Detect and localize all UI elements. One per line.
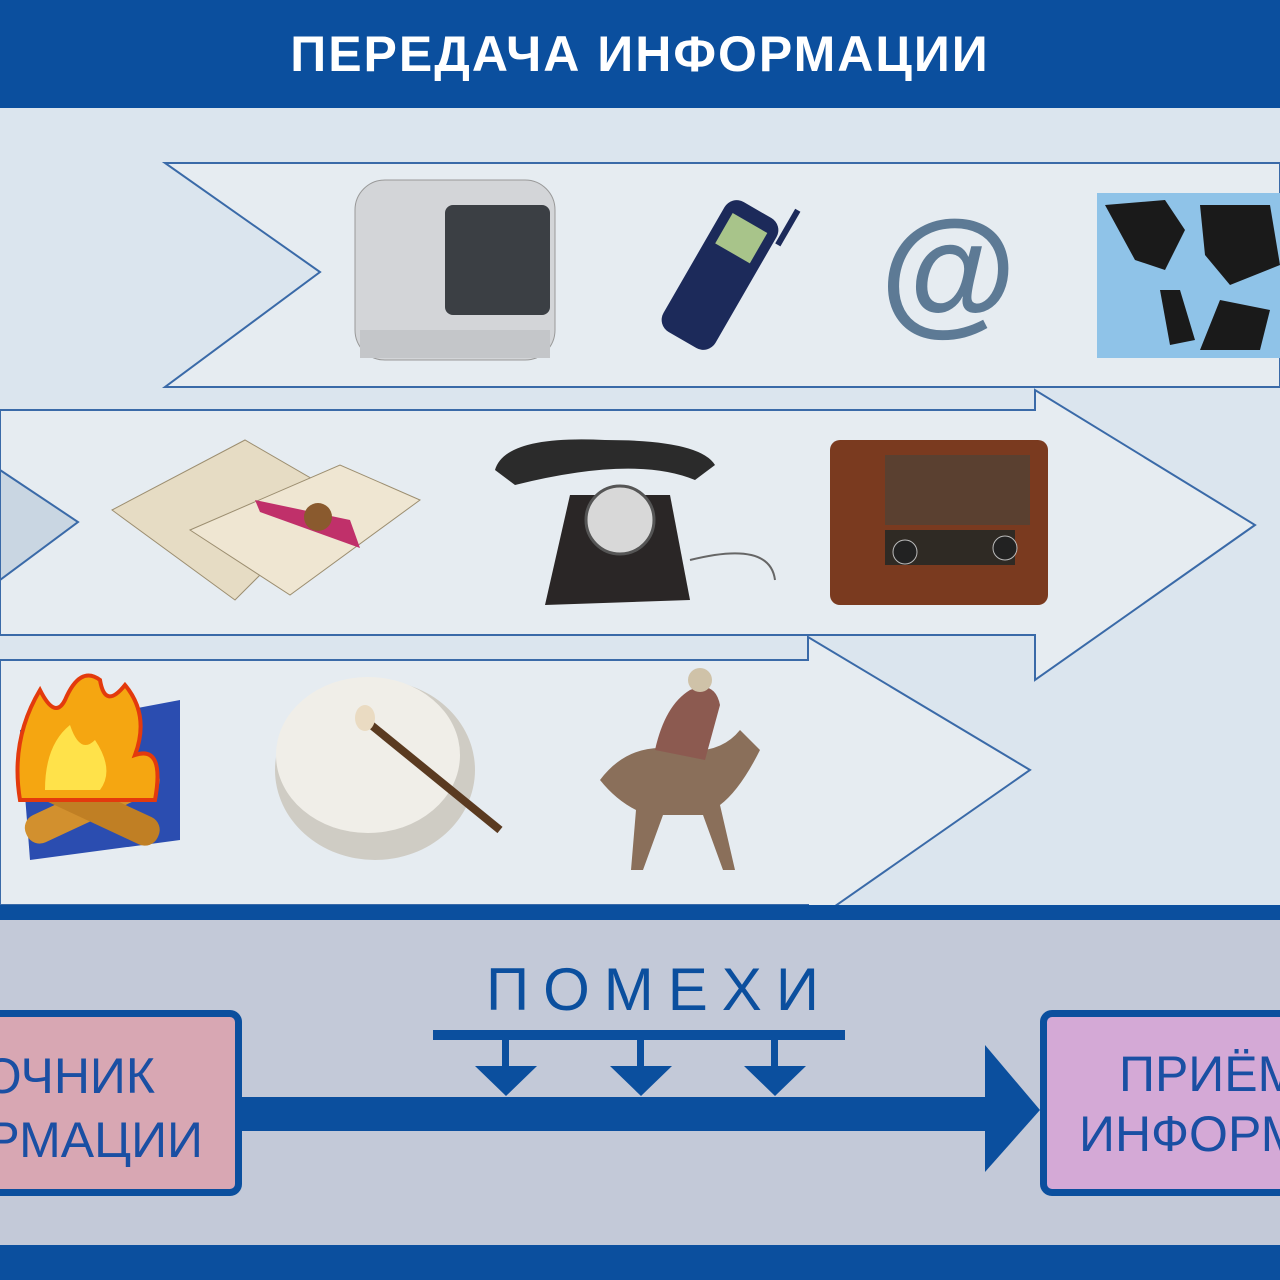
at-sign-icon: @ bbox=[880, 191, 1017, 348]
bonfire-icon bbox=[15, 673, 180, 860]
noise-bar bbox=[433, 1030, 845, 1040]
receiver-line1: ПРИЁМНИК bbox=[1119, 1046, 1280, 1102]
footer-bar bbox=[0, 1245, 1280, 1280]
noise-arrow bbox=[610, 1040, 672, 1096]
noise-arrow bbox=[744, 1040, 806, 1096]
rotary-telephone-icon bbox=[495, 439, 776, 605]
receiver-box: ПРИЁМНИК ИНФОРМАЦИИ bbox=[1040, 1010, 1280, 1196]
radio-icon bbox=[830, 440, 1048, 605]
separator bbox=[0, 905, 1280, 920]
receiver-line2: ИНФОРМАЦИИ bbox=[1079, 1106, 1280, 1162]
arrow-row-ancient bbox=[0, 635, 1032, 905]
noise-arrow bbox=[475, 1040, 537, 1096]
letter-icon bbox=[111, 439, 421, 601]
channel-arrow-shaft bbox=[240, 1097, 1000, 1131]
arrows-diagram: @ bbox=[0, 162, 1280, 905]
noise-label: ПОМЕХИ bbox=[486, 956, 833, 1023]
mobile-phone-icon bbox=[661, 200, 801, 350]
tv-icon bbox=[354, 179, 556, 361]
source-line1: ИСТОЧНИК bbox=[0, 1048, 155, 1104]
page-title: ПЕРЕДАЧА ИНФОРМАЦИИ bbox=[290, 26, 990, 82]
source-box: ИСТОЧНИК ИНФОРМАЦИИ bbox=[0, 1010, 242, 1196]
channel-arrow-head bbox=[985, 1045, 1040, 1172]
source-line2: ИНФОРМАЦИИ bbox=[0, 1112, 203, 1168]
drum-icon bbox=[275, 677, 503, 860]
header: ПЕРЕДАЧА ИНФОРМАЦИИ bbox=[0, 0, 1280, 108]
horse-rider-icon bbox=[600, 668, 760, 870]
world-map-icon bbox=[1097, 193, 1280, 358]
